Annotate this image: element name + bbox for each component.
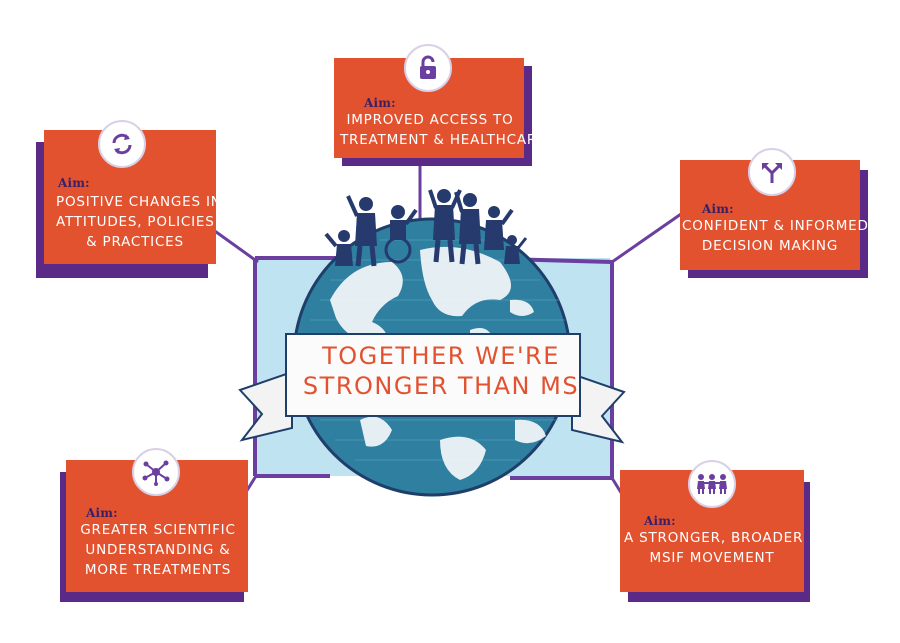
aim-label: Aim:	[702, 202, 734, 216]
land-south	[360, 416, 546, 480]
land-americas	[330, 262, 403, 355]
aim-label: Aim:	[86, 506, 118, 520]
aim-label: Aim:	[58, 176, 90, 190]
people-silhouettes	[324, 189, 528, 267]
aim-card-attitudes: Aim: POSITIVE CHANGES IN ATTITUDES, POLI…	[36, 120, 222, 278]
banner-tail-left	[238, 370, 293, 442]
center-title-line-2: STRONGER THAN MS	[302, 372, 580, 400]
land-europe	[420, 246, 511, 317]
cycle-arrows-icon	[98, 120, 146, 168]
center-title: TOGETHER WE'RE STRONGER THAN MS	[296, 341, 586, 401]
aim-text: POSITIVE CHANGES IN ATTITUDES, POLICIES …	[56, 194, 222, 250]
fork-arrows-icon	[748, 148, 796, 196]
aim-text: GREATER SCIENTIFIC UNDERSTANDING & MORE …	[80, 522, 236, 578]
banner-body	[285, 333, 581, 417]
people-chain-icon	[688, 460, 736, 508]
aim-text: CONFIDENT & INFORMED DECISION MAKING	[682, 218, 869, 254]
aim-card-decision: Aim: CONFIDENT & INFORMED DECISION MAKIN…	[680, 148, 869, 278]
aim-label: Aim:	[364, 96, 396, 110]
network-icon	[132, 448, 180, 496]
aim-text: A STRONGER, BROADER MSIF MOVEMENT	[624, 530, 804, 566]
aim-text: IMPROVED ACCESS TO TREATMENT & HEALTHCAR…	[340, 112, 547, 148]
padlock-icon	[404, 44, 452, 92]
aim-label: Aim:	[644, 514, 676, 528]
aim-card-access: Aim: IMPROVED ACCESS TO TREATMENT & HEAL…	[334, 44, 547, 166]
aim-card-movement: Aim: A STRONGER, BROADER MSIF MOVEMENT	[620, 460, 810, 602]
title-banner	[238, 333, 626, 444]
aim-card-science: Aim: GREATER SCIENTIFIC UNDERSTANDING & …	[60, 448, 250, 604]
center-title-line-1: TOGETHER WE'RE	[322, 342, 560, 370]
